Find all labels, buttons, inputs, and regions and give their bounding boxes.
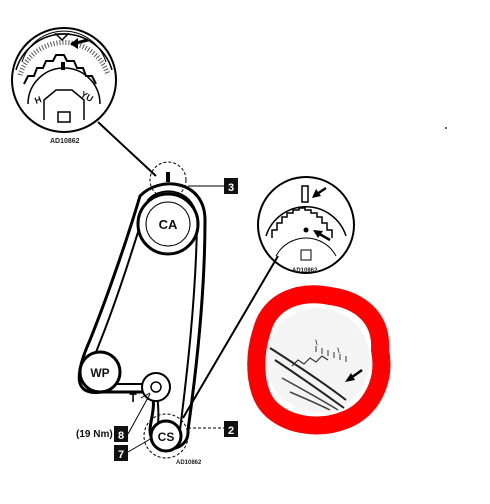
callout-7-leader <box>127 437 153 453</box>
camshaft-mark-highlight <box>149 161 187 199</box>
crankshaft-mark-detail: AD10862 <box>257 176 355 274</box>
callout-8: 8 <box>118 430 124 442</box>
water-pump-label: WP <box>90 366 109 380</box>
stray-dot <box>445 127 447 129</box>
detail-code-top: AD10862 <box>50 138 80 145</box>
svg-text:|: | <box>315 340 318 346</box>
callout-8-leader <box>127 393 151 435</box>
water-pump-pulley: WP <box>78 350 122 394</box>
highlight-annotation: | | <box>247 285 391 435</box>
callout-3-box <box>224 178 238 194</box>
callout-2: 2 <box>228 425 234 437</box>
tensioner-pulley: T <box>129 372 171 405</box>
callout-7-box <box>114 445 128 461</box>
crankshaft-pulley: CS <box>149 419 183 453</box>
gear-mark-left: H <box>33 94 43 106</box>
camshaft-timing-mark <box>166 172 170 182</box>
camshaft-pulley: CA <box>136 192 200 256</box>
crankshaft-label: CS <box>158 430 175 444</box>
leader-line-top <box>97 121 157 177</box>
callout-2-box <box>224 421 238 437</box>
svg-text:|: | <box>337 348 340 354</box>
camshaft-label: CA <box>159 217 178 232</box>
tensioner-label: T <box>129 391 137 405</box>
crankshaft-mark-highlight <box>143 413 189 459</box>
detail-code-right: AD10862 <box>292 268 318 274</box>
torque-note: (19 Nm) <box>76 429 113 440</box>
callout-7: 7 <box>118 449 124 461</box>
callout-3: 3 <box>228 182 234 194</box>
red-circle-mark <box>247 285 391 435</box>
leader-line-right <box>182 255 279 419</box>
camshaft-mark-detail: H YU AD10862 <box>11 27 117 145</box>
callout-8-box <box>114 426 128 442</box>
detail-code-bottom: AD10862 <box>176 460 202 466</box>
